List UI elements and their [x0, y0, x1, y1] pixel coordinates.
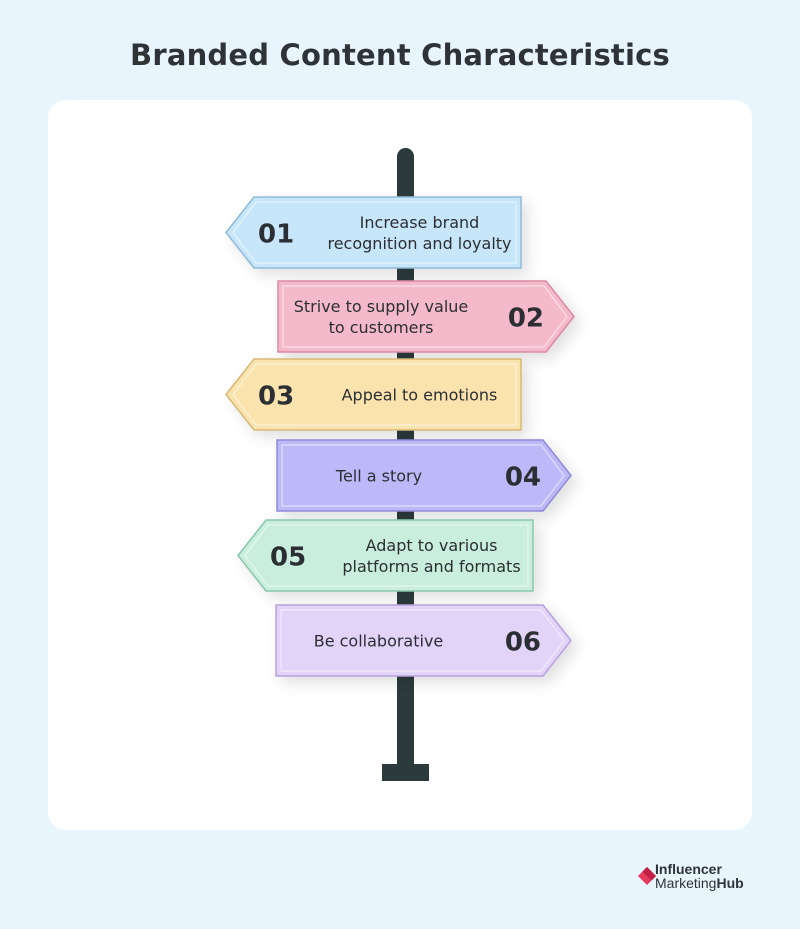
sign-label-line: Increase brand [360, 213, 480, 232]
sign-arrow-shape [225, 358, 522, 431]
sign-inner-border [281, 444, 565, 507]
sign-02: 02 Strive to supply value to customers [277, 280, 575, 353]
sign-inner-border [280, 609, 565, 672]
sign-arrow-shape [237, 519, 534, 592]
sign-inner-border [232, 363, 517, 426]
sign-number: 06 [505, 628, 541, 658]
brand-wordmark: Influencer MarketingHub [655, 862, 744, 890]
influencer-marketing-hub-logo-icon [638, 867, 656, 885]
sign-01: 01 Increase brand recognition and loyalty [225, 196, 522, 269]
sign-number: 01 [258, 220, 294, 250]
brand-line-1: Influencer [655, 861, 722, 877]
sign-number: 02 [508, 304, 544, 334]
sign-number: 04 [505, 463, 541, 493]
sign-arrow-shape [277, 280, 575, 353]
sign-label-line: Be collaborative [314, 632, 444, 651]
sign-04: 04 Tell a story [276, 439, 572, 512]
sign-arrow-shape [276, 439, 572, 512]
sign-06: 06 Be collaborative [275, 604, 572, 677]
sign-arrow-shape [275, 604, 572, 677]
sign-label-line: recognition and loyalty [327, 234, 511, 253]
brand-line-2: MarketingHub [655, 876, 744, 890]
sign-label-line: to customers [329, 318, 434, 337]
sign-label-line: platforms and formats [342, 557, 520, 576]
sign-number: 03 [258, 382, 294, 412]
sign-arrow-shape [225, 196, 522, 269]
sign-inner-border [282, 285, 568, 348]
sign-03: 03 Appeal to emotions [225, 358, 522, 431]
brand-logo: Influencer MarketingHub [638, 862, 788, 892]
sign-inner-border [232, 201, 517, 264]
sign-05: 05 Adapt to various platforms and formats [237, 519, 534, 592]
pole-base [382, 764, 429, 781]
page-title: Branded Content Characteristics [130, 38, 670, 72]
sign-inner-border [244, 524, 529, 587]
sign-label-line: Appeal to emotions [342, 386, 498, 405]
sign-number: 05 [270, 543, 306, 573]
brand-line-2a: Marketing [655, 875, 717, 891]
sign-label-line: Strive to supply value [294, 297, 469, 316]
sign-label-line: Tell a story [335, 467, 422, 486]
sign-label-line: Adapt to various [366, 536, 498, 555]
brand-line-2b: Hub [716, 875, 744, 891]
